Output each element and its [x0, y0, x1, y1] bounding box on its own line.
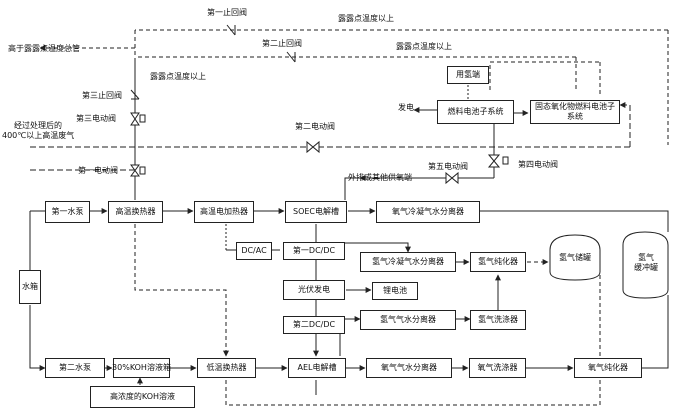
h2-storage-label: 氢气储罐: [559, 253, 591, 262]
koh-high-box: 高浓度的KOH溶液: [90, 386, 195, 408]
h2-buffer-label-line1: 氢气: [638, 253, 654, 262]
koh-tank-box: 30%KOH溶液箱: [112, 358, 171, 378]
fuel-cell-box: 燃料电池子系统: [437, 100, 514, 124]
h2-sep-cool-box: 氢气冷凝气水分离器: [360, 252, 456, 272]
fourth-electric-valve-label: 第四电动阀: [518, 160, 558, 169]
dcdc1-box: 第一DC/DC: [283, 242, 345, 260]
third-check-valve-label: 第三止回阀: [82, 91, 122, 100]
above-dew-top-label: 露露点温度以上: [338, 14, 394, 23]
h2-purifier-bottom-box: 氧气纯化器: [574, 358, 642, 378]
waste-gas-label-line2: 400℃以上高温废气: [2, 131, 75, 140]
h2-purifier-top-box: 氢气纯化器: [470, 252, 526, 272]
dcac-box: DC/AC: [236, 242, 272, 260]
fifth-electric-valve-label: 第五电动阀: [428, 162, 468, 171]
h2-wash-mid-box: 氢气洗涤器: [470, 310, 526, 330]
sofc-box: 固态氧化物燃料电池子系统: [530, 100, 620, 124]
waste-gas-label-line1: 经过处理后的: [14, 121, 62, 130]
above-dew-left-label: 露露点温度以上: [150, 72, 206, 81]
o2-wash-box: 氧气洗涤器: [469, 358, 526, 378]
pump2-box: 第二水泵: [45, 358, 105, 378]
o2-sep-cool-box: 氧气冷凝气水分离器: [376, 201, 480, 223]
heater-box: 高温电加热器: [194, 201, 254, 223]
first-check-valve-label: 第一止回阀: [207, 8, 247, 17]
pump1-box: 第一水泵: [45, 201, 90, 223]
hx-high-box: 高温换热器: [108, 201, 163, 223]
hx-low-box: 低温换热器: [197, 358, 256, 378]
battery-box: 锂电池: [372, 282, 418, 300]
hydrogen-user-box: 用氢端: [447, 66, 489, 84]
dcdc2-box: 第二DC/DC: [283, 316, 345, 334]
water-tank-box: 水箱: [19, 270, 41, 304]
o2-sep-box: 氧气气水分离器: [366, 358, 452, 378]
vent-main-label: 高于露露点温度总管: [8, 44, 80, 53]
power-gen-label: 发电: [398, 103, 414, 112]
soec-box: SOEC电解槽: [285, 201, 347, 223]
third-electric-valve-label: 第三电动阀: [76, 114, 116, 123]
first-electric-valve-label: 第一电动阀: [78, 166, 118, 175]
h2-buffer-label-line2: 缓冲罐: [634, 263, 658, 272]
exhaust-label: 外排或其他供氧端: [348, 173, 412, 182]
ael-box: AEL电解槽: [288, 358, 346, 378]
h2-sep-box: 氢气气水分离器: [360, 310, 456, 330]
second-check-valve-label: 第二止回阀: [262, 39, 302, 48]
above-dew-mid-label: 露露点温度以上: [396, 42, 452, 51]
pv-box: 光伏发电: [283, 280, 345, 300]
second-electric-valve-label: 第二电动阀: [295, 122, 335, 131]
